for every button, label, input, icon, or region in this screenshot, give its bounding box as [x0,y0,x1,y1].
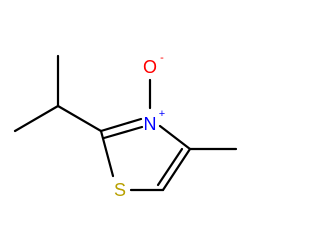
bond-c4-c5-b [156,147,184,187]
bond-s1-c2 [99,129,115,178]
sulfur-atom-label: S [114,180,126,200]
nitrogen-charge-label: + [159,108,165,120]
bond-ch-methyl-left [13,104,60,133]
nitrogen-atom-label: N [144,114,157,134]
bond-ch-c2 [56,104,103,133]
oxygen-atom-label: O [143,57,157,77]
oxygen-charge-label: - [160,52,164,64]
bond-c2-n3-double-b [102,125,144,140]
bond-c2-n3-double-a [99,117,143,133]
bond-c4-c5-a [161,147,192,192]
bond-n3-c4 [158,124,192,151]
molecule-structure: O - N + S [13,52,238,200]
